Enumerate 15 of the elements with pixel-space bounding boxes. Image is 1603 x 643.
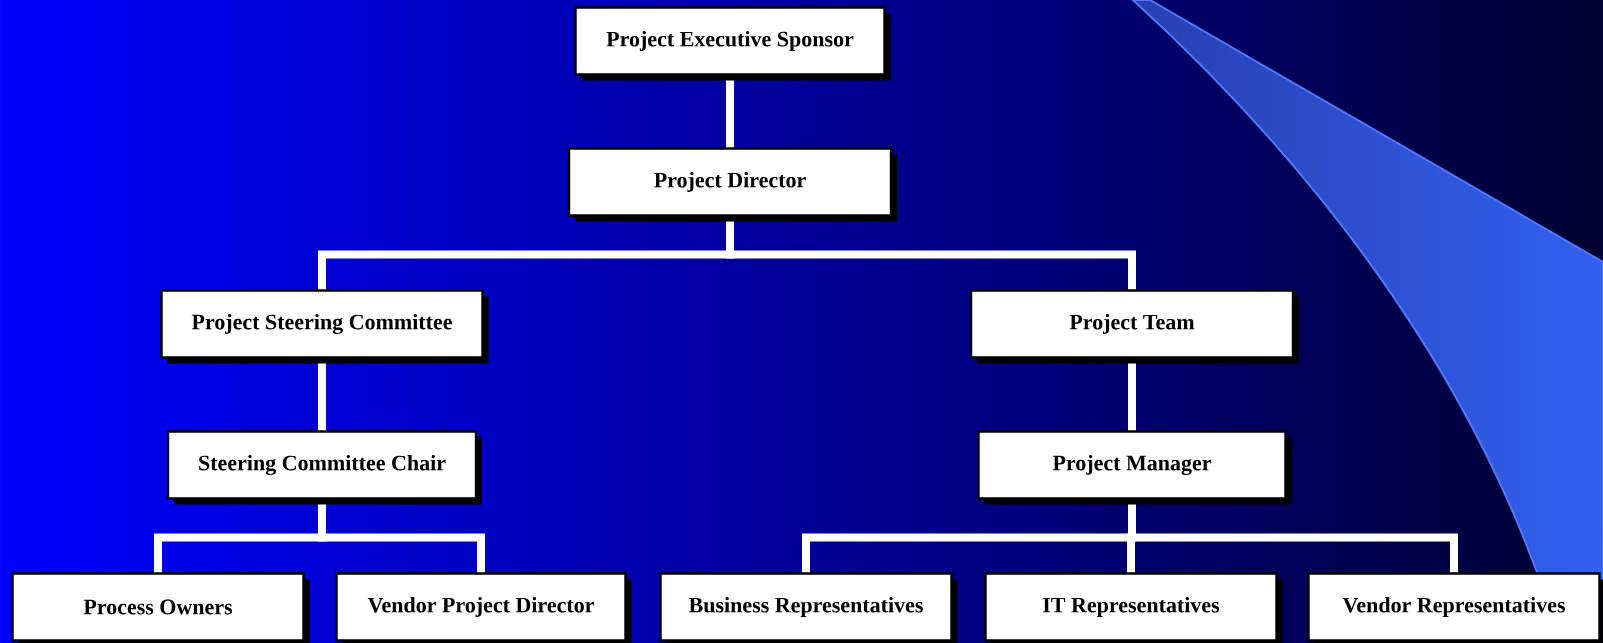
org-box: Process Owners (11, 572, 310, 643)
org-box: Project Manager (977, 430, 1292, 505)
connector-line (318, 501, 485, 574)
org-box: Vendor Project Director (335, 572, 632, 643)
org-box: Business Representatives (659, 572, 958, 643)
org-box: IT Representatives (984, 572, 1283, 643)
connector-line (1128, 501, 1458, 574)
org-box: Steering Committee Chair (166, 430, 482, 505)
connector-line (318, 360, 326, 432)
org-box: Vendor Representatives (1307, 572, 1603, 643)
connector-line (1128, 360, 1136, 432)
org-box: Project Steering Committee (160, 289, 489, 364)
org-box: Project Team (969, 289, 1299, 364)
org-box: Project Executive Sponsor (574, 6, 891, 81)
org-box: Project Director (567, 147, 897, 222)
